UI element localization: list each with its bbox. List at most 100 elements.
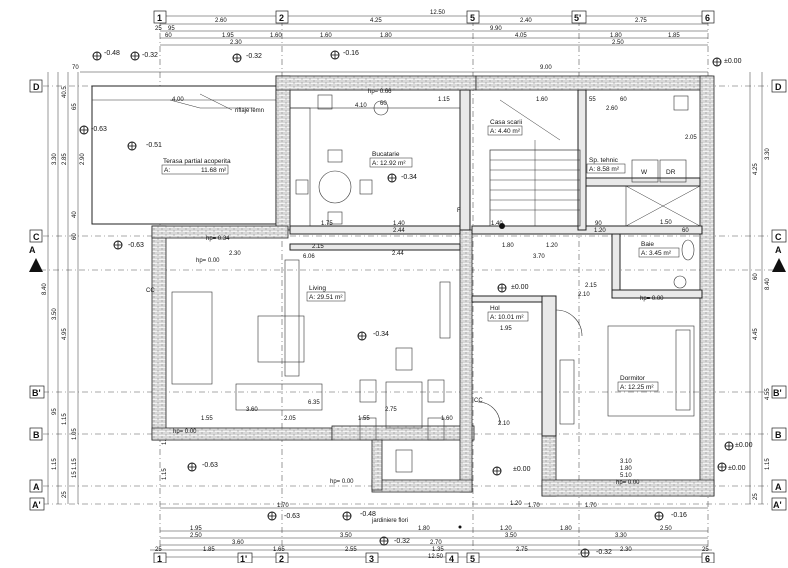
top-dim: 1.95 — [222, 33, 234, 39]
level-marker: -0.63 — [267, 511, 300, 521]
svg-text:1.55: 1.55 — [201, 416, 213, 422]
note-riflaje: riflaje lemn — [235, 108, 264, 114]
axis-label: B — [775, 430, 782, 440]
svg-text:25: 25 — [155, 547, 162, 553]
svg-text:-0.63: -0.63 — [128, 242, 144, 249]
section-mark-right: A — [775, 245, 782, 255]
left-dim: 8.40 — [42, 283, 48, 295]
svg-text:3.10: 3.10 — [620, 459, 632, 465]
kitchen-furniture — [289, 89, 461, 227]
svg-text:2.15: 2.15 — [312, 244, 324, 250]
room-area: A: — [164, 167, 170, 174]
svg-text:±0.00: ±0.00 — [724, 58, 742, 65]
level-marker: -0.16 — [330, 50, 359, 60]
left-dim: 1.15 — [52, 458, 58, 470]
top-dim: 25 — [155, 26, 162, 32]
room-dormitor: Dormitor A: 12.25 m² — [617, 375, 659, 392]
room-labels: Terasa partial acoperita A: 11.68 m² Buc… — [161, 119, 680, 392]
room-area: A: 29.51 m² — [309, 294, 343, 301]
room-area: A: 12.92 m² — [372, 160, 406, 167]
room-area: A: 8.58 m² — [589, 166, 620, 173]
top-dim: 1.80 — [380, 33, 392, 39]
top-dim: 2.30 — [230, 40, 242, 46]
svg-text:2.05: 2.05 — [685, 135, 697, 141]
level-markers: -0.48 -0.32 -0.32 -0.16 ±0.00 -0.63 -0.5… — [79, 50, 753, 558]
terrace-area — [91, 85, 277, 225]
axis-label: C — [775, 232, 782, 242]
svg-text:2.30: 2.30 — [229, 251, 241, 257]
svg-text:-0.63: -0.63 — [91, 126, 107, 133]
room-terasa: Terasa partial acoperita A: 11.68 m² — [161, 158, 231, 175]
level-marker: -0.51 — [127, 141, 162, 151]
svg-text:1.20: 1.20 — [500, 526, 512, 532]
svg-text:2.50: 2.50 — [190, 533, 202, 539]
axis-label: A — [33, 482, 40, 492]
svg-text:2.44: 2.44 — [392, 251, 404, 257]
svg-text:±0.00: ±0.00 — [511, 284, 529, 291]
left-dim: 60 — [72, 233, 78, 240]
annotations: riflaje lemn jardiniere flori hp= 0.66 h… — [146, 89, 664, 529]
svg-text:4: 4 — [449, 554, 454, 563]
svg-text:1.35: 1.35 — [432, 547, 444, 553]
svg-text:±0.00: ±0.00 — [735, 442, 753, 449]
svg-text:1.50: 1.50 — [660, 220, 672, 226]
svg-text:1.95: 1.95 — [190, 526, 202, 532]
living-furniture — [171, 259, 451, 473]
svg-text:2.70: 2.70 — [430, 540, 442, 546]
left-dim: 65 — [72, 103, 78, 110]
level-marker: -0.16 — [654, 511, 687, 521]
svg-text:hp= 0.00: hp= 0.00 — [616, 480, 640, 486]
svg-text:2.55: 2.55 — [345, 547, 357, 553]
svg-text:-0.32: -0.32 — [246, 53, 262, 60]
right-dim: 3.30 — [765, 148, 771, 160]
top-dim: 95 — [168, 26, 175, 32]
top-dim: 4.25 — [370, 18, 382, 24]
level-marker: -0.48 — [92, 50, 120, 61]
top-dim: 1.80 — [610, 33, 622, 39]
svg-text:1.40: 1.40 — [491, 221, 503, 227]
svg-text:hp= 0.00: hp= 0.00 — [330, 479, 354, 485]
washing-machine — [631, 159, 659, 183]
note-jardiniere: jardiniere flori — [371, 518, 408, 524]
left-dim: 1.15 — [62, 413, 68, 425]
bedroom-furniture: W DR — [477, 95, 701, 425]
room-name: Terasa partial acoperita — [163, 158, 231, 165]
svg-text:1.70: 1.70 — [585, 503, 597, 509]
inner-dimensions: 4.00 4.10 60 1.15 1.60 55 60 2.60 1.75 1… — [172, 97, 697, 507]
svg-text:3.60: 3.60 — [232, 540, 244, 546]
svg-text:3.50: 3.50 — [340, 533, 352, 539]
svg-text:±0.00: ±0.00 — [728, 465, 746, 472]
room-bucatarie: Bucatarie A: 12.92 m² — [369, 151, 413, 168]
svg-text:1.20: 1.20 — [594, 228, 606, 234]
level-marker: ±0.00 — [497, 283, 529, 293]
axis-label: 2 — [279, 13, 284, 23]
axis-labels-bottom: 1 1' 2 3 4 5 6 — [153, 552, 715, 564]
svg-text:-0.48: -0.48 — [360, 511, 376, 518]
top-dim: 4.05 — [515, 33, 527, 39]
level-marker: -0.63 — [187, 462, 218, 472]
note-cc: CC — [474, 398, 483, 404]
axis-label: B' — [32, 388, 41, 398]
room-sp-tehnic: Sp. tehnic A: 8.58 m² — [586, 157, 626, 174]
room-area-value: 11.68 m² — [201, 167, 227, 174]
axis-label: 6 — [705, 13, 710, 23]
axis-label: 5 — [470, 13, 475, 23]
svg-text:1.75: 1.75 — [321, 221, 333, 227]
left-dim: 1.15 — [162, 468, 168, 480]
room-name: Bucatarie — [372, 151, 400, 158]
top-dimensions: 12.50 2.60 4.25 2.40 2.75 25 95 9.90 60 … — [72, 10, 708, 73]
axis-labels-side: D C B' B A A' D C B' B A A' — [29, 79, 787, 511]
washing-machine-label: W — [641, 169, 648, 176]
svg-text:2.44: 2.44 — [393, 228, 405, 234]
svg-text:4.00: 4.00 — [172, 97, 184, 103]
svg-text:-0.16: -0.16 — [343, 50, 359, 57]
svg-text:2: 2 — [279, 554, 284, 563]
left-dim: 95 — [52, 408, 58, 415]
svg-text:1': 1' — [240, 554, 247, 563]
room-name: Living — [309, 285, 326, 292]
svg-text:hp= 0.00: hp= 0.00 — [640, 296, 664, 302]
svg-text:2.60: 2.60 — [606, 106, 618, 112]
right-dim: 8.40 — [765, 278, 771, 290]
right-dim: 4.25 — [753, 163, 759, 175]
